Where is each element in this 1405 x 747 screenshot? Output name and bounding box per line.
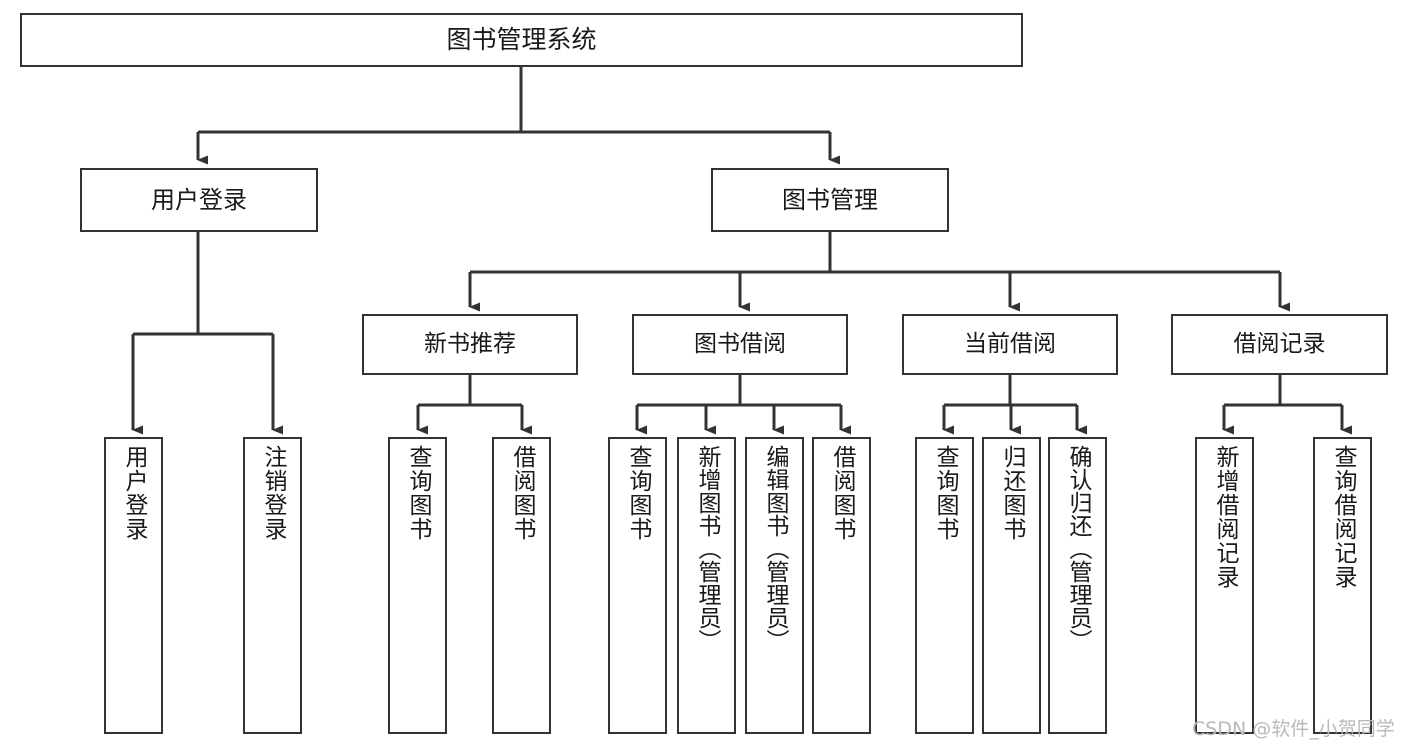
node-book-borrow[interactable]: 图书借阅 <box>632 314 848 375</box>
node-leaf-return-book-label: 归还图书 <box>999 445 1025 541</box>
node-leaf-edit-book-admin-label: 编辑图书（管理员） <box>762 445 788 652</box>
node-borrow-record-label: 借阅记录 <box>1233 330 1326 357</box>
node-leaf-add-book-admin-label: 新增图书（管理员） <box>694 445 720 652</box>
node-leaf-borrow-book-recommend-label: 借阅图书 <box>509 445 535 541</box>
node-leaf-query-book-current-label: 查询图书 <box>932 445 958 541</box>
node-current-borrow-label: 当前借阅 <box>964 330 1056 357</box>
node-user-login[interactable]: 用户登录 <box>80 168 318 232</box>
csdn-watermark: CSDN @软件_小贺同学 <box>1192 718 1395 740</box>
node-leaf-query-book-current[interactable]: 查询图书 <box>915 437 974 734</box>
node-borrow-record[interactable]: 借阅记录 <box>1171 314 1388 375</box>
node-leaf-add-borrow-record[interactable]: 新增借阅记录 <box>1195 437 1254 734</box>
node-leaf-query-book-borrow-label: 查询图书 <box>625 445 651 541</box>
node-new-book-recommend[interactable]: 新书推荐 <box>362 314 578 375</box>
node-leaf-logout-login-label: 注销登录 <box>260 445 286 541</box>
node-leaf-query-book-recommend-label: 查询图书 <box>405 445 431 541</box>
node-root-book-management-system[interactable]: 图书管理系统 <box>20 13 1023 67</box>
node-book-management[interactable]: 图书管理 <box>711 168 949 232</box>
node-book-borrow-label: 图书借阅 <box>694 330 786 357</box>
connectors <box>131 67 1352 435</box>
node-leaf-user-login-label: 用户登录 <box>121 445 147 541</box>
node-leaf-confirm-return-admin-label: 确认归还（管理员） <box>1065 445 1091 652</box>
node-leaf-borrow-book-borrow[interactable]: 借阅图书 <box>812 437 871 734</box>
node-leaf-user-login[interactable]: 用户登录 <box>104 437 163 734</box>
node-leaf-borrow-book-recommend[interactable]: 借阅图书 <box>492 437 551 734</box>
node-leaf-add-book-admin[interactable]: 新增图书（管理员） <box>677 437 736 734</box>
node-leaf-edit-book-admin[interactable]: 编辑图书（管理员） <box>745 437 804 734</box>
node-leaf-add-borrow-record-label: 新增借阅记录 <box>1212 445 1238 589</box>
node-current-borrow[interactable]: 当前借阅 <box>902 314 1118 375</box>
node-book-management-label: 图书管理 <box>782 185 878 214</box>
node-root-label: 图书管理系统 <box>446 25 597 54</box>
node-new-book-recommend-label: 新书推荐 <box>424 330 516 357</box>
node-leaf-logout-login[interactable]: 注销登录 <box>243 437 302 734</box>
node-user-login-label: 用户登录 <box>151 185 247 214</box>
node-leaf-return-book[interactable]: 归还图书 <box>982 437 1041 734</box>
node-leaf-confirm-return-admin[interactable]: 确认归还（管理员） <box>1048 437 1107 734</box>
node-leaf-query-borrow-record-label: 查询借阅记录 <box>1330 445 1356 589</box>
node-leaf-query-book-recommend[interactable]: 查询图书 <box>388 437 447 734</box>
node-leaf-query-book-borrow[interactable]: 查询图书 <box>608 437 667 734</box>
node-leaf-borrow-book-borrow-label: 借阅图书 <box>829 445 855 541</box>
node-leaf-query-borrow-record[interactable]: 查询借阅记录 <box>1313 437 1372 734</box>
